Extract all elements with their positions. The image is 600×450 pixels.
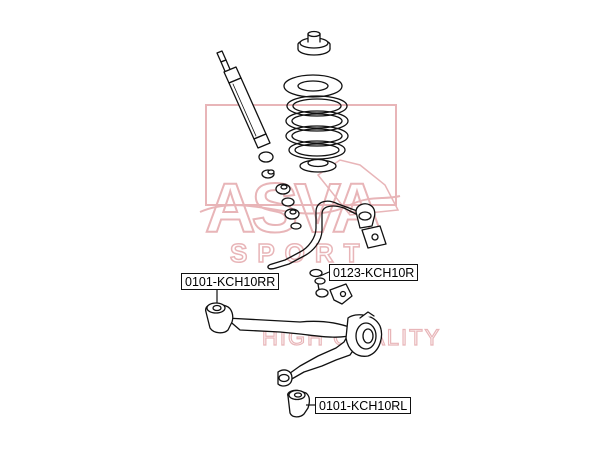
watermark: ASVA SPORT HIGH QUALITY bbox=[199, 104, 440, 351]
bushing-rear-right[interactable] bbox=[205, 302, 234, 334]
leader-lines bbox=[216, 271, 330, 406]
stabilizer-bushing-bracket bbox=[355, 203, 387, 249]
shock-mount-bushings bbox=[258, 151, 302, 230]
spring-lower-insulator bbox=[299, 158, 337, 173]
watermark-frame bbox=[205, 104, 397, 206]
spring-upper-seat bbox=[283, 74, 343, 98]
part-label-0101-kch10rl[interactable]: 0101-KCH10RL bbox=[315, 397, 412, 414]
part-label-0123-kch10r[interactable]: 0123-KCH10R bbox=[329, 264, 419, 281]
spring-upper-insulator bbox=[297, 30, 331, 56]
bushing-rear-left[interactable] bbox=[287, 389, 310, 418]
knuckle-hub bbox=[345, 311, 383, 357]
stabilizer-link bbox=[309, 268, 353, 305]
coil-spring bbox=[285, 95, 349, 160]
watermark-car-silhouette bbox=[316, 159, 400, 216]
shock-absorber bbox=[216, 50, 271, 149]
leader-line-r bbox=[319, 271, 330, 277]
part-label-0101-kch10rr[interactable]: 0101-KCH10RR bbox=[181, 273, 280, 290]
lower-control-arm bbox=[225, 317, 361, 387]
watermark-wave bbox=[199, 195, 401, 215]
stabilizer-bar bbox=[267, 200, 361, 270]
watermark-logo: ASVA bbox=[205, 169, 381, 247]
watermark-subtext: SPORT bbox=[230, 238, 370, 268]
